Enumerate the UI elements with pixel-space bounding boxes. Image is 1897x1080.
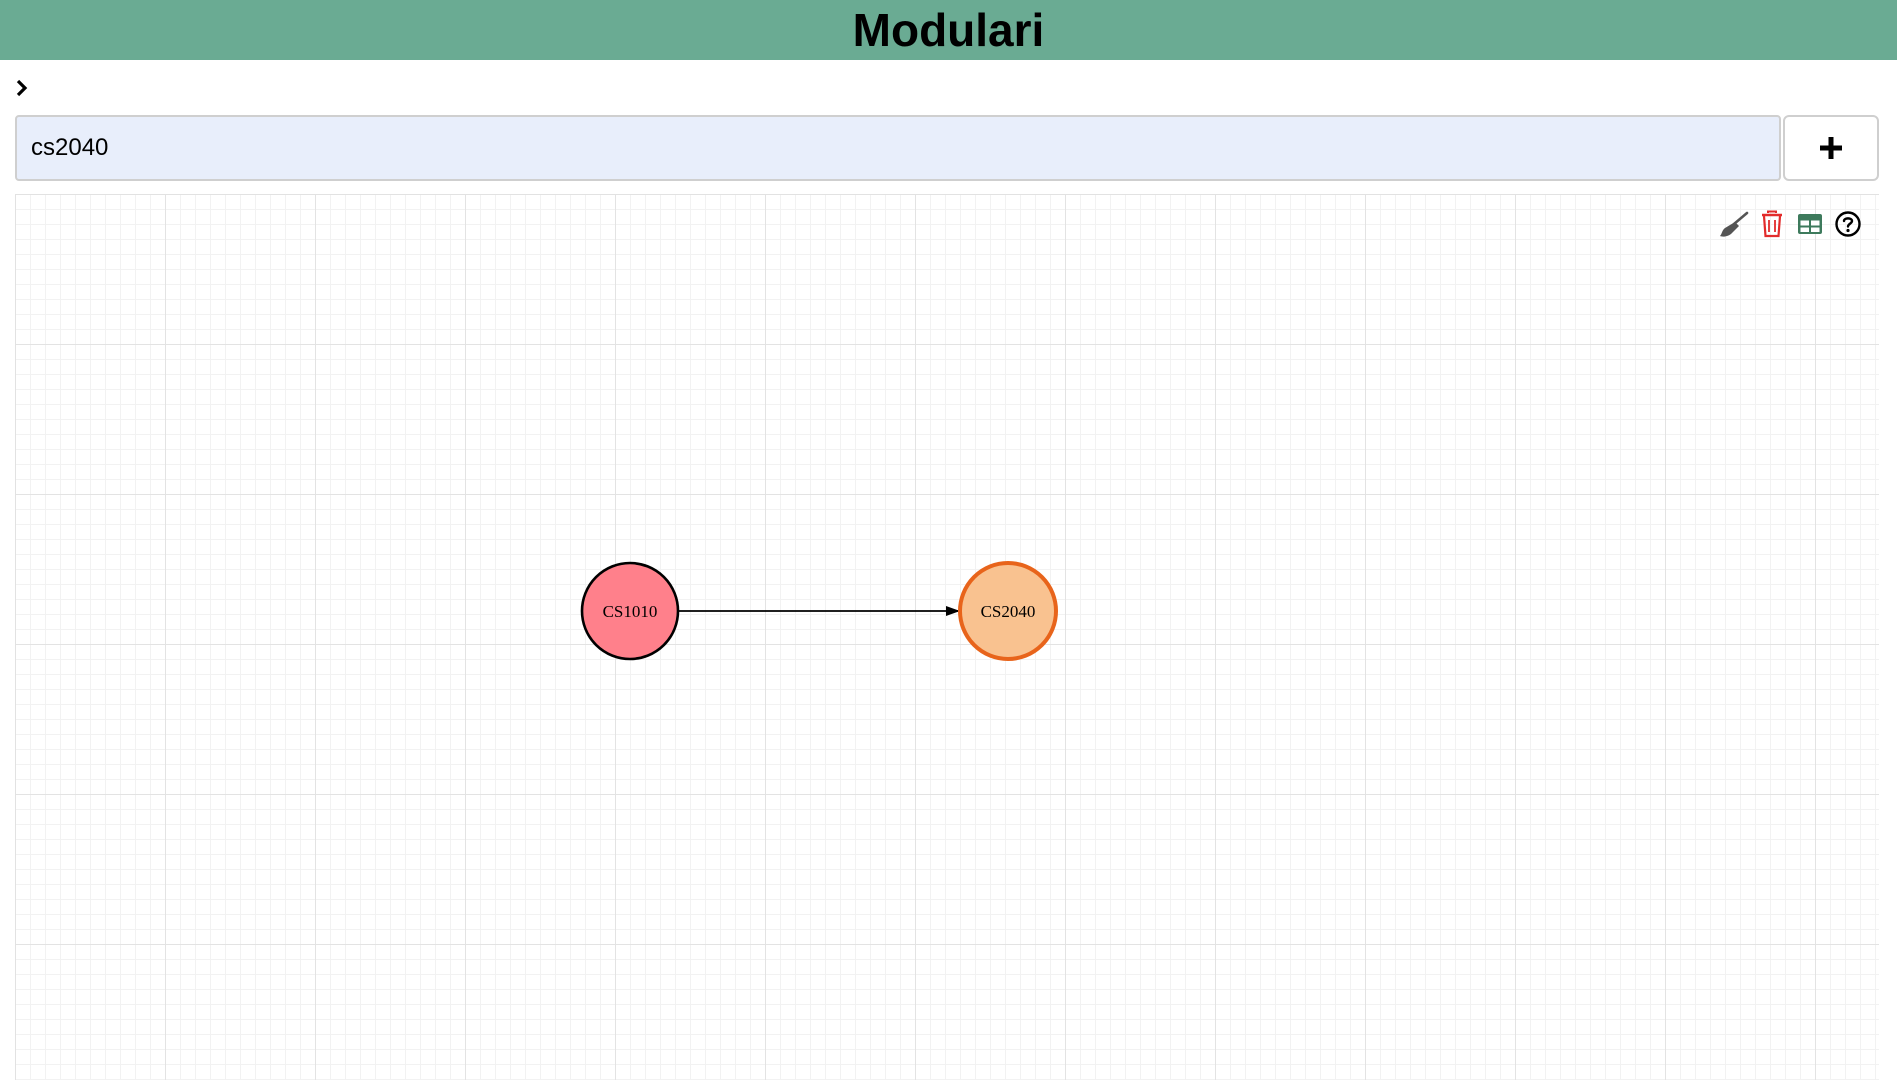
delete-button[interactable] [1757, 209, 1787, 239]
plus-icon [1820, 137, 1842, 159]
graph-toolbar [1719, 209, 1863, 239]
module-search-row [15, 115, 1879, 181]
module-graph: CS1010 CS2040 [580, 561, 1058, 661]
sidebar-toggle-button[interactable] [10, 76, 34, 100]
help-button[interactable] [1833, 209, 1863, 239]
graph-canvas[interactable]: CS1010 CS2040 [15, 194, 1879, 1080]
module-node-cs1010[interactable]: CS1010 [580, 561, 680, 661]
chevron-right-icon [16, 79, 28, 97]
module-node-label: CS1010 [603, 602, 658, 621]
module-node-circle[interactable] [580, 561, 680, 661]
app-title: Modulari [852, 4, 1045, 56]
module-search-input[interactable] [15, 115, 1781, 181]
table-icon [1798, 214, 1822, 234]
module-node-circle[interactable] [958, 561, 1058, 661]
trash-icon [1762, 210, 1782, 238]
clear-graph-button[interactable] [1719, 209, 1749, 239]
module-node-label: CS2040 [981, 602, 1036, 621]
module-node-cs2040[interactable]: CS2040 [958, 561, 1058, 661]
add-module-button[interactable] [1783, 115, 1879, 181]
app-header: Modulari [0, 0, 1897, 60]
help-icon [1835, 211, 1861, 237]
clear-brush-icon [1720, 211, 1749, 237]
table-view-button[interactable] [1795, 209, 1825, 239]
